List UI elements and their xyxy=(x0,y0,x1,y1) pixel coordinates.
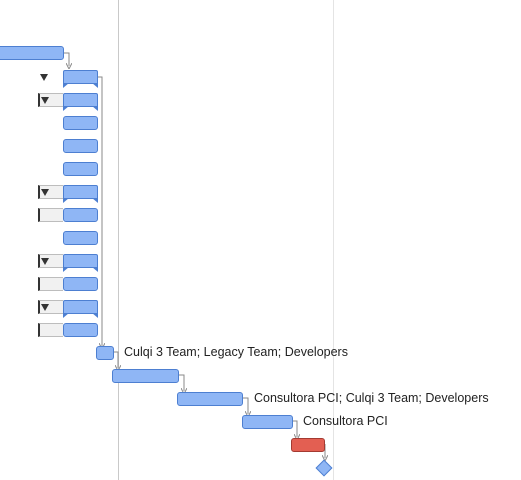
dependency-link xyxy=(179,374,184,391)
task-bar[interactable] xyxy=(63,231,98,245)
summary-task-bar[interactable] xyxy=(63,70,98,88)
task-bar[interactable] xyxy=(63,323,98,337)
group-bracket xyxy=(38,323,63,337)
task-bar-pci-team[interactable] xyxy=(177,392,243,406)
task-bar[interactable] xyxy=(63,208,98,222)
summary-task-bar[interactable] xyxy=(63,254,98,272)
dependency-link xyxy=(64,52,69,66)
group-bracket xyxy=(38,277,63,291)
task-bar[interactable] xyxy=(63,277,98,291)
task-bar[interactable] xyxy=(0,46,64,60)
summary-task-bar[interactable] xyxy=(63,93,98,111)
task-bar[interactable] xyxy=(63,162,98,176)
disclosure-triangle-icon[interactable] xyxy=(41,97,49,104)
dependency-link xyxy=(293,420,297,437)
group-bracket xyxy=(38,208,63,222)
disclosure-triangle-icon[interactable] xyxy=(40,74,48,81)
resource-label: Culqi 3 Team; Legacy Team; Developers xyxy=(124,345,348,359)
resource-label: Consultora PCI xyxy=(303,414,388,428)
disclosure-triangle-icon[interactable] xyxy=(41,189,49,196)
disclosure-triangle-icon[interactable] xyxy=(41,258,49,265)
timeline-current-date-line xyxy=(118,0,119,480)
dependency-link xyxy=(243,397,248,414)
timeline-week-divider xyxy=(333,0,334,480)
task-bar[interactable] xyxy=(63,116,98,130)
task-bar-consultora[interactable] xyxy=(242,415,293,429)
summary-task-bar[interactable] xyxy=(63,185,98,203)
task-bar[interactable] xyxy=(112,369,179,383)
summary-task-bar[interactable] xyxy=(63,300,98,318)
task-bar-culqi-team[interactable] xyxy=(96,346,114,360)
milestone-diamond-icon[interactable] xyxy=(315,459,333,477)
resource-label: Consultora PCI; Culqi 3 Team; Developers xyxy=(254,391,489,405)
critical-task-bar[interactable] xyxy=(291,438,325,452)
task-bar[interactable] xyxy=(63,139,98,153)
disclosure-triangle-icon[interactable] xyxy=(41,304,49,311)
